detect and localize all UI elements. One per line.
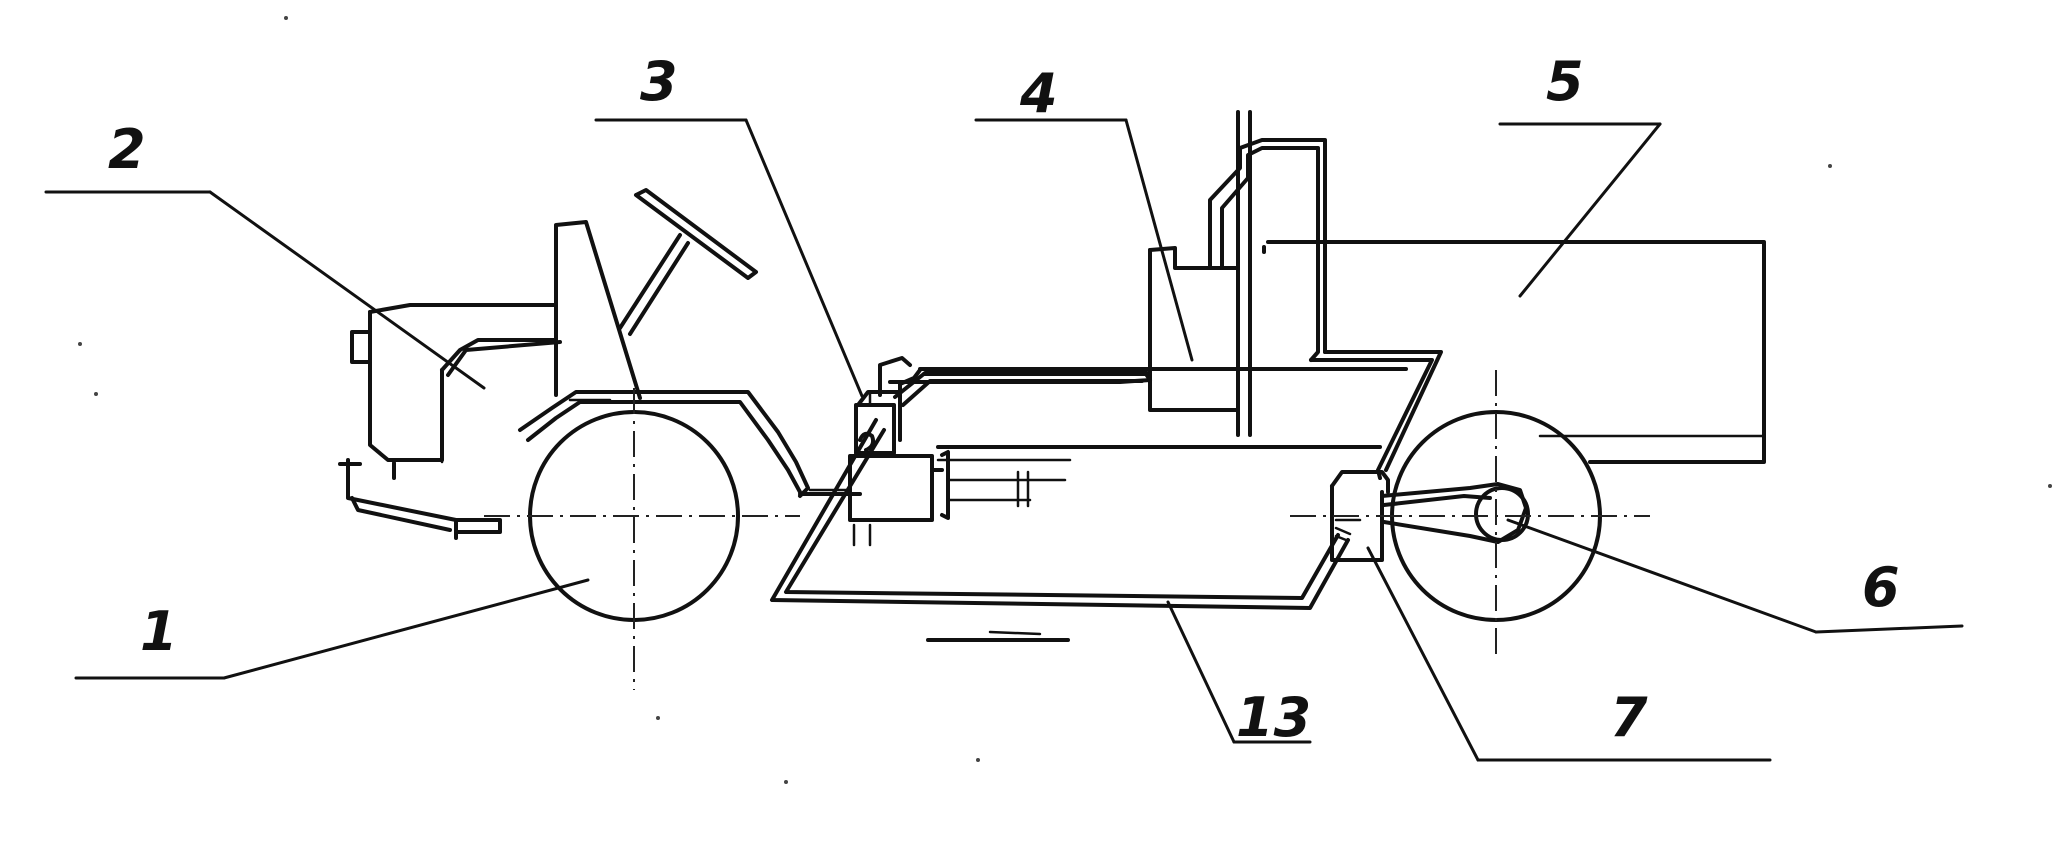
label-2: 2	[108, 118, 146, 181]
control-box	[1148, 246, 1238, 412]
label-1: 1	[140, 600, 178, 663]
cab-upright	[1208, 110, 1443, 480]
steering-wheel	[618, 188, 758, 336]
label-7: 7	[1610, 686, 1648, 749]
valve-block	[854, 390, 902, 455]
drive-chain	[1380, 482, 1528, 544]
front-bumper	[338, 458, 502, 540]
leader-lines	[44, 118, 1964, 762]
front-fender	[518, 390, 862, 498]
label-13: 13	[1236, 686, 1311, 749]
label-3: 3	[640, 50, 678, 113]
cargo-box	[1262, 240, 1766, 464]
hydraulic-line-upper	[893, 371, 1149, 407]
label-4: 4	[1019, 62, 1058, 125]
hydraulic-loop-lower	[770, 418, 1350, 610]
seat-back	[554, 220, 642, 402]
direction-mark	[926, 630, 1070, 642]
label-6: 6	[1862, 556, 1900, 619]
part-labels: 1 2 3 4 5 6 7 13	[108, 50, 1900, 749]
label-5: 5	[1546, 50, 1584, 113]
scan-specks	[78, 16, 2052, 784]
rear-drive-motor	[1330, 470, 1390, 562]
centerlines	[484, 370, 1650, 690]
